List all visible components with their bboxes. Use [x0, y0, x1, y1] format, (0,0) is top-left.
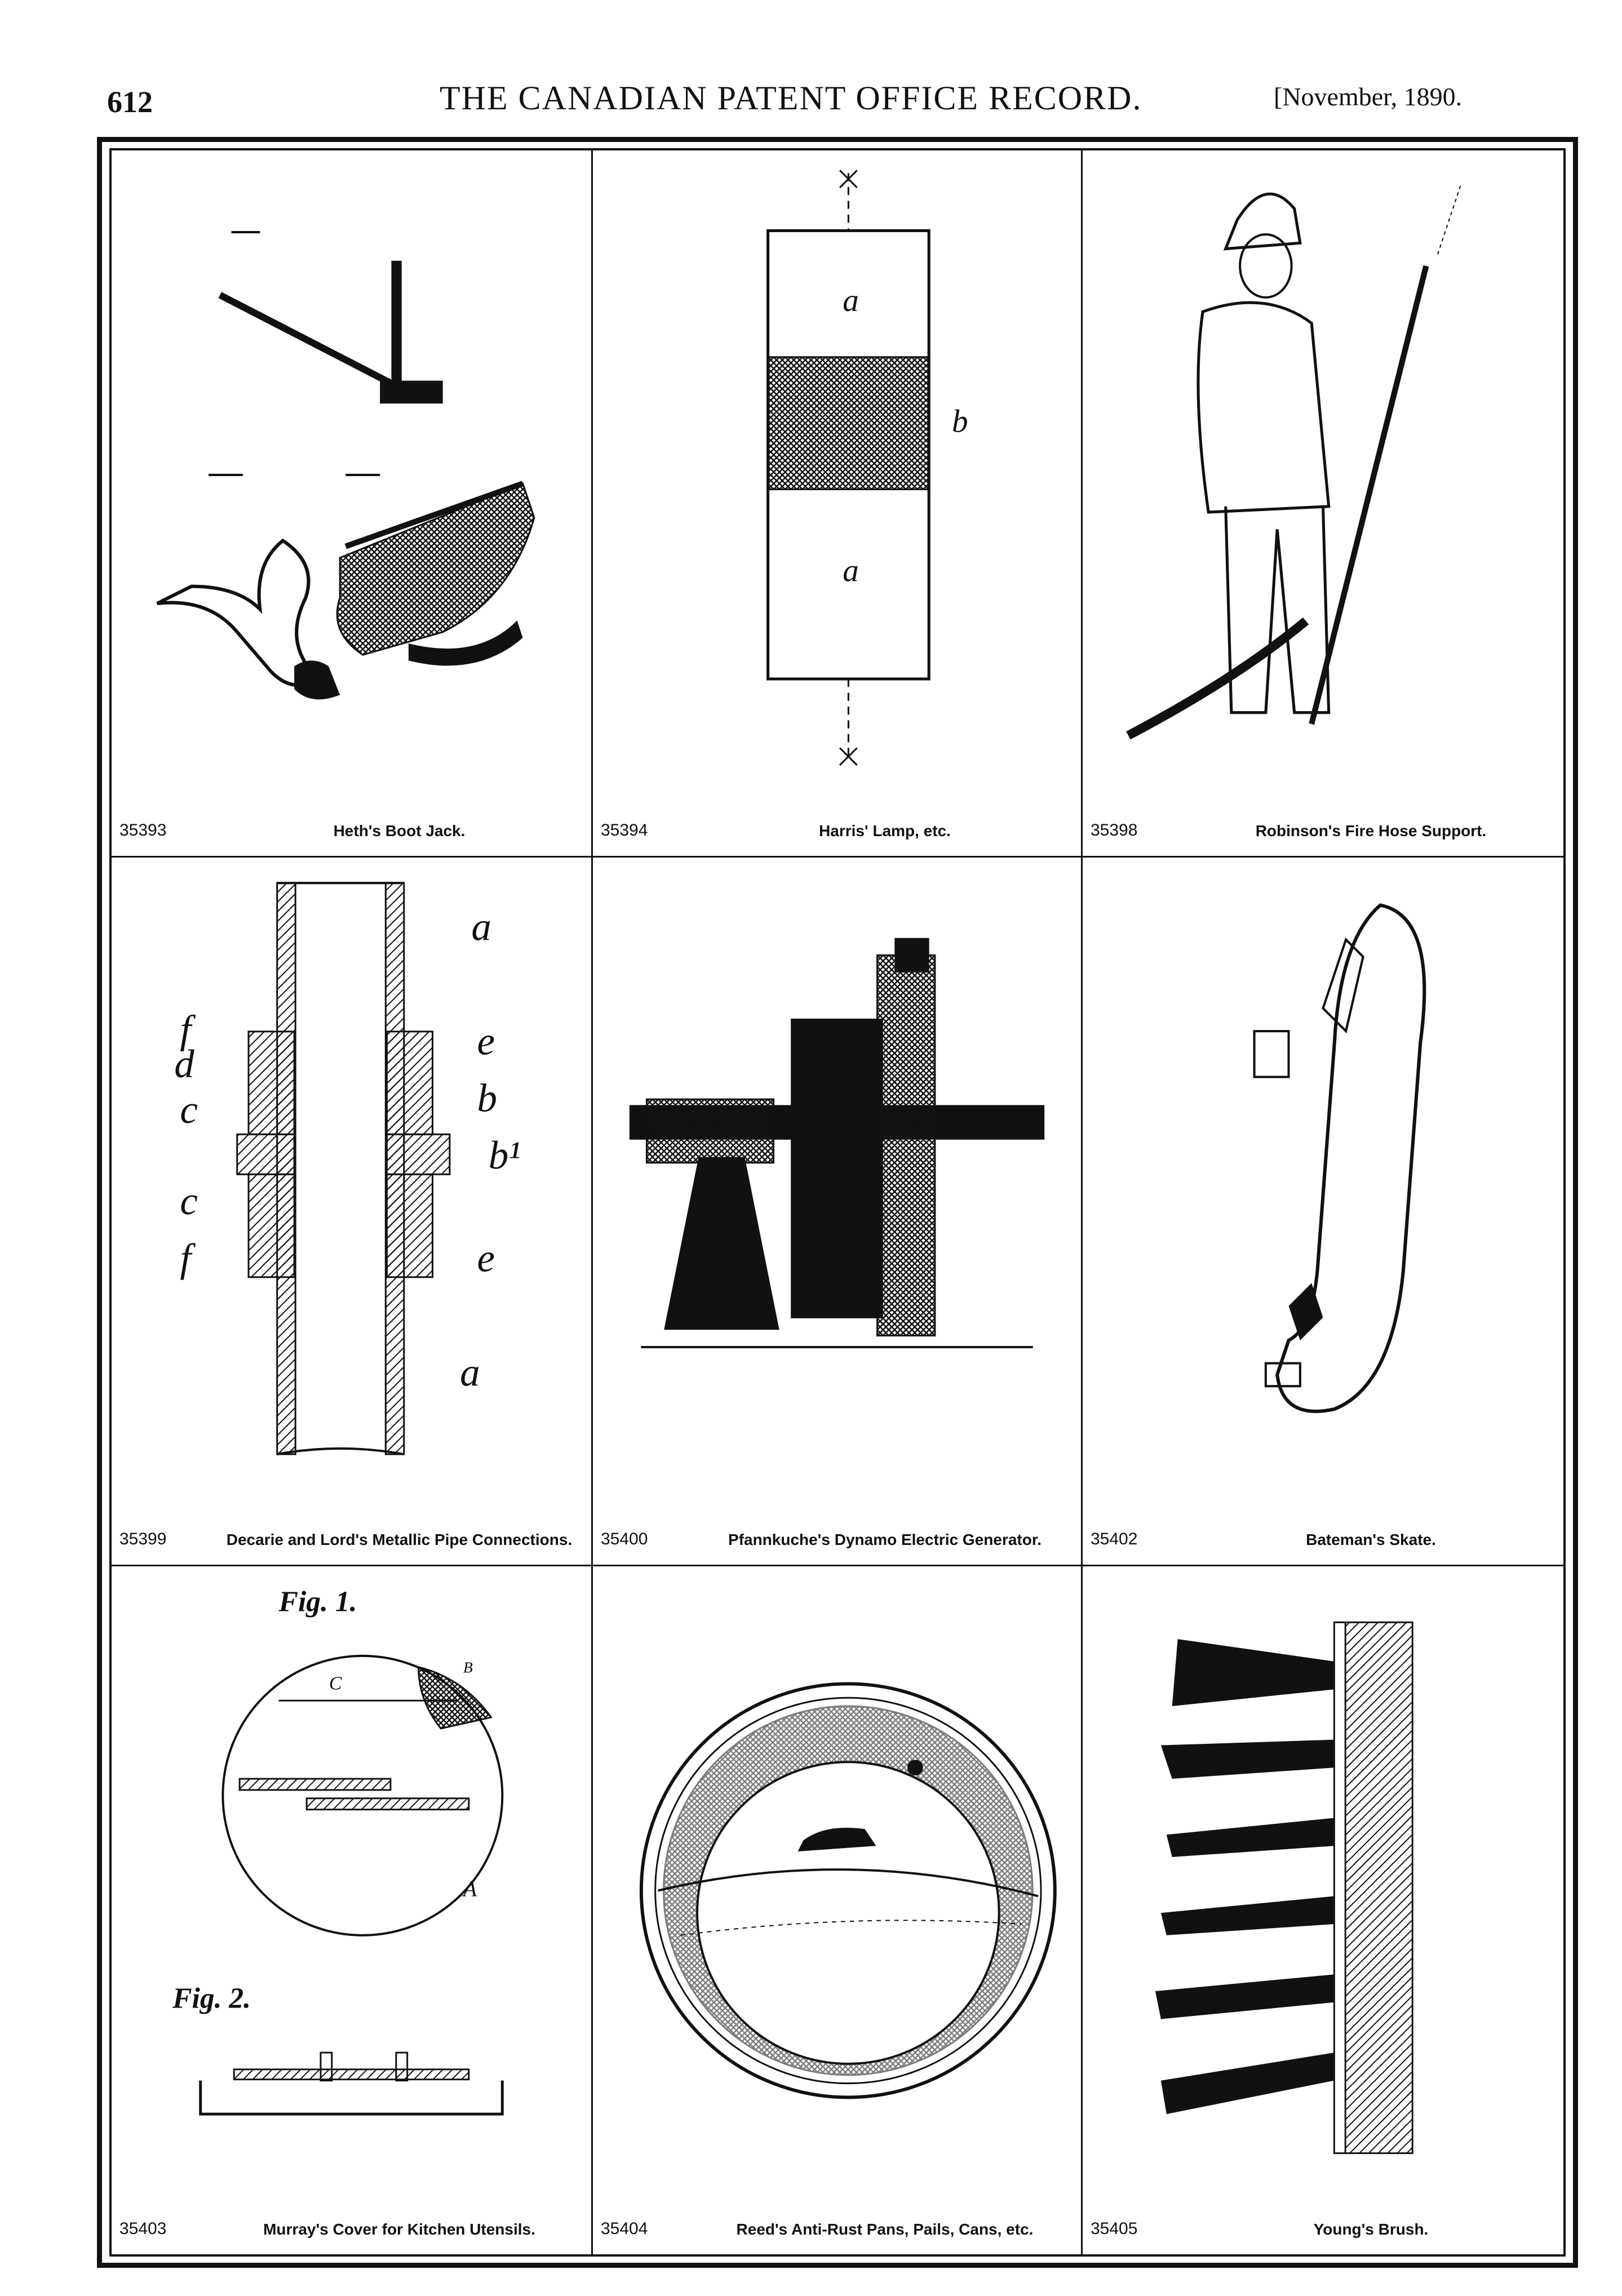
pipe-connection-drawing-icon: a e b b¹ e a f d c c f [123, 869, 580, 1503]
label-c: c [180, 1088, 198, 1132]
patent-cell-35405: 35405 Young's Brush. [1083, 1566, 1563, 2254]
brush-drawing-icon [1094, 1578, 1552, 2192]
label-b1: b¹ [489, 1134, 521, 1178]
patent-caption: 35402 Bateman's Skate. [1091, 1514, 1555, 1553]
patent-caption: 35405 Young's Brush. [1091, 2204, 1555, 2243]
patent-caption: 35399 Decarie and Lord's Metallic Pipe C… [119, 1514, 583, 1553]
label-B: B [463, 1659, 473, 1677]
patent-cell-35394: a b a 35394 Harris' Lamp, etc. [593, 150, 1083, 858]
patent-number: 35405 [1091, 2219, 1138, 2238]
patent-title: Heth's Boot Jack. [333, 822, 466, 840]
lamp-wick-drawing-icon: a b a [604, 162, 1070, 794]
patent-cell-35398: 35398 Robinson's Fire Hose Support. [1083, 150, 1563, 858]
label-b: b [477, 1077, 497, 1121]
patent-title: Young's Brush. [1313, 2220, 1429, 2238]
patent-cell-35399: a e b b¹ e a f d c c f 35399 Decarie and… [112, 858, 593, 1566]
patent-number: 35394 [601, 821, 648, 840]
patent-number: 35399 [119, 1530, 167, 1548]
label-a: a [460, 1351, 480, 1395]
label-f: f [180, 1237, 196, 1281]
patent-caption: 35398 Robinson's Fire Hose Support. [1091, 805, 1555, 845]
label-d: d [174, 1042, 194, 1086]
fig-2-label: Fig. 2. [172, 1983, 251, 2015]
patent-number: 35402 [1091, 1530, 1138, 1548]
patent-number: 35403 [119, 2219, 167, 2238]
fireman-hose-drawing-icon [1094, 162, 1552, 794]
page-header: 612 THE CANADIAN PATENT OFFICE RECORD. [… [0, 0, 1622, 135]
patent-number: 35393 [119, 821, 167, 840]
utensil-cover-drawing-icon: Fig. 1. C B A Fig. 2. [123, 1578, 580, 2192]
skate-drawing-icon [1094, 869, 1552, 1503]
patent-number: 35398 [1091, 821, 1138, 840]
patent-caption: 35403 Murray's Cover for Kitchen Utensil… [119, 2204, 583, 2243]
label-a: a [843, 553, 859, 589]
patent-cell-35393: 35393 Heth's Boot Jack. [112, 150, 593, 858]
patent-caption: 35404 Reed's Anti-Rust Pans, Pails, Cans… [601, 2204, 1073, 2243]
label-a: a [471, 905, 491, 949]
patent-cell-35402: 35402 Bateman's Skate. [1083, 858, 1563, 1566]
label-e: e [477, 1019, 495, 1063]
patent-caption: 35393 Heth's Boot Jack. [119, 805, 583, 845]
boot-jack-drawing-icon [123, 162, 580, 794]
patent-number: 35404 [601, 2219, 648, 2238]
patent-number: 35400 [601, 1530, 648, 1548]
patent-title: Murray's Cover for Kitchen Utensils. [263, 2220, 535, 2238]
patent-cell-35404: 35404 Reed's Anti-Rust Pans, Pails, Cans… [593, 1566, 1083, 2254]
page-frame-outer [97, 137, 1578, 2268]
patent-title: Decarie and Lord's Metallic Pipe Connect… [226, 1531, 573, 1548]
patent-cell-35403: Fig. 1. C B A Fig. 2. 35403 Murray's Cov… [112, 1566, 593, 2254]
patent-caption: 35394 Harris' Lamp, etc. [601, 805, 1073, 845]
patent-title: Pfannkuche's Dynamo Electric Generator. [728, 1531, 1042, 1548]
label-A: A [462, 1876, 477, 1901]
issue-date: [November, 1890. [1274, 82, 1463, 111]
pan-drawing-icon [604, 1578, 1070, 2192]
label-C: C [329, 1673, 342, 1694]
fig-1-label: Fig. 1. [278, 1586, 357, 1618]
label-e: e [477, 1237, 495, 1281]
patent-title: Bateman's Skate. [1306, 1531, 1436, 1548]
patent-cell-35400: 35400 Pfannkuche's Dynamo Electric Gener… [593, 858, 1083, 1566]
dynamo-drawing-icon [604, 869, 1070, 1503]
journal-title: THE CANADIAN PATENT OFFICE RECORD. [440, 79, 1142, 117]
page-number: 612 [107, 85, 153, 119]
label-c: c [180, 1179, 198, 1223]
patent-caption: 35400 Pfannkuche's Dynamo Electric Gener… [601, 1514, 1073, 1553]
label-b: b [952, 403, 968, 439]
patent-title: Robinson's Fire Hose Support. [1255, 822, 1487, 840]
patent-drawings-grid: 35393 Heth's Boot Jack. a b a 35394 Harr… [112, 150, 1563, 2254]
page-frame-inner [109, 148, 1566, 2257]
label-a: a [843, 283, 859, 318]
patent-title: Reed's Anti-Rust Pans, Pails, Cans, etc. [736, 2220, 1034, 2238]
patent-title: Harris' Lamp, etc. [819, 822, 951, 840]
